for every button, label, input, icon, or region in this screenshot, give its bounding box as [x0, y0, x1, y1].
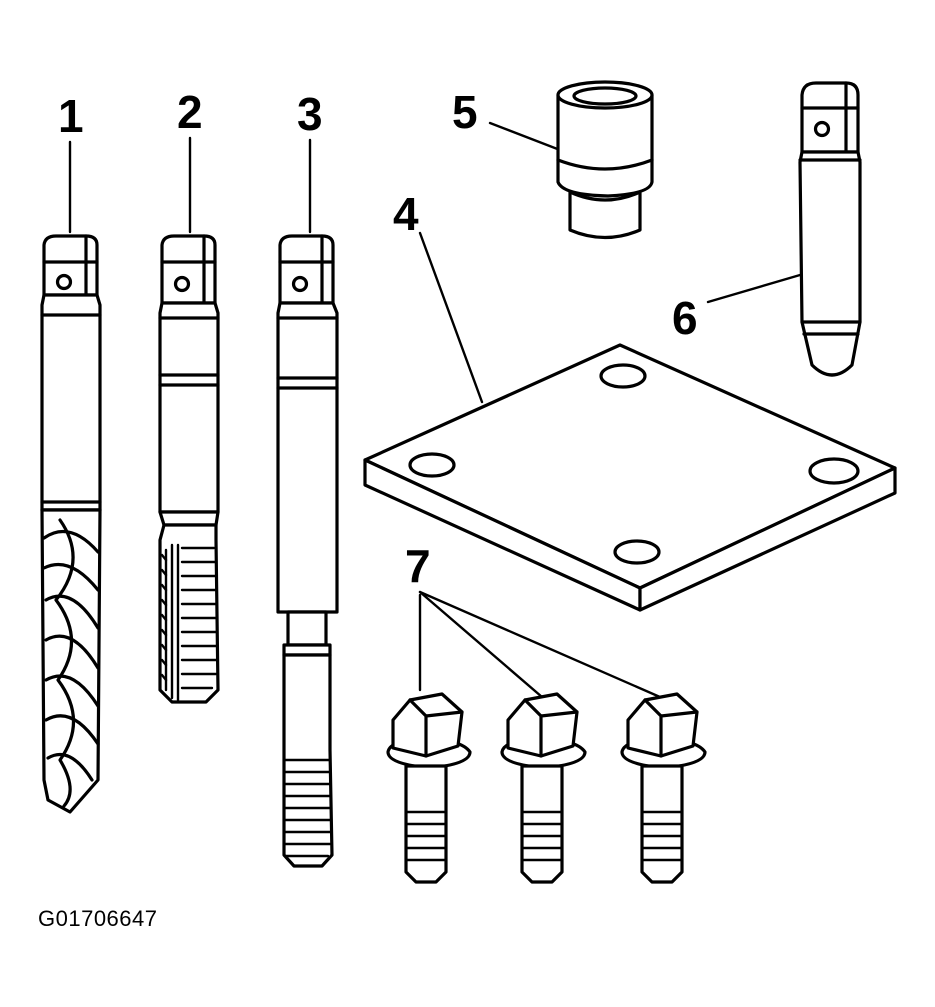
callout-6: 6 — [672, 292, 698, 344]
tool-drill-bit — [40, 140, 102, 814]
tool-tapered-driver — [706, 81, 862, 377]
callout-7: 7 — [405, 540, 431, 592]
bolt-2 — [500, 692, 587, 884]
callout-1: 1 — [58, 90, 84, 142]
callout-5: 5 — [452, 86, 478, 138]
tool-bolts — [386, 590, 707, 884]
figure-id: G01706647 — [38, 906, 158, 931]
tool-sleeve — [488, 80, 654, 240]
callout-4: 4 — [393, 188, 419, 240]
tool-threaded-rod — [276, 138, 339, 868]
callout-3: 3 — [297, 88, 323, 140]
tool-tap — [158, 136, 220, 704]
bolt-3 — [620, 692, 707, 884]
callout-2: 2 — [177, 86, 203, 138]
bolt-1 — [386, 692, 472, 884]
tool-square-plate — [363, 231, 897, 612]
